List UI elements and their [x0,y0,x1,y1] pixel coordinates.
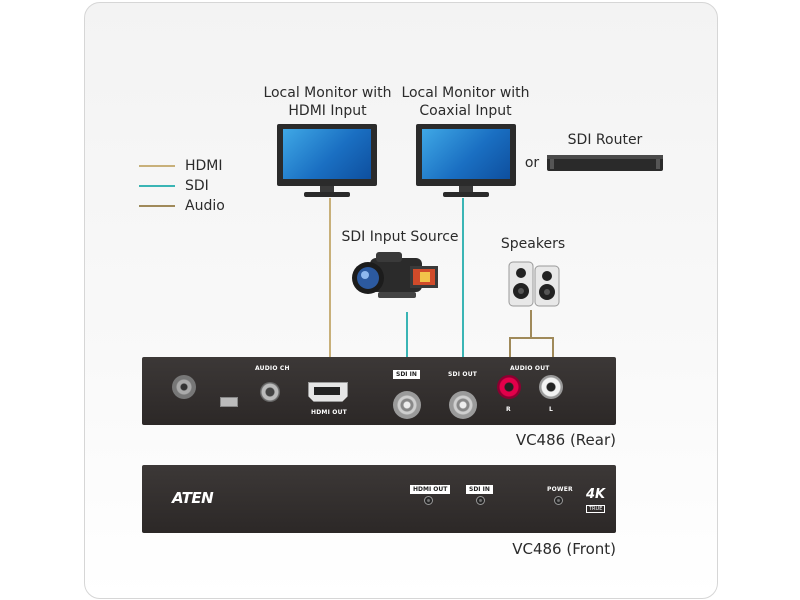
rear-hdmi-out-label: HDMI OUT [311,409,347,416]
sdi-in-bnc [393,391,421,419]
power-jack [172,375,196,399]
monitor-hdmi-label: Local Monitor with HDMI Input [263,85,392,119]
monitor-coax-label: Local Monitor with Coaxial Input [401,85,530,119]
monitor-stand [459,186,473,192]
front-hdmi-out-label: HDMI OUT [410,485,451,494]
rear-sdi-out-label: SDI OUT [448,371,478,378]
monitor-stand [320,186,334,192]
audio-l-label: L [549,406,554,413]
4k-badge-sub: TRUE [586,505,606,513]
power-led [554,496,563,505]
speakers-icon [508,261,560,307]
sdi-router-icon [547,155,663,171]
rear-panel: AUDIO CH HDMI OUT SDI IN SDI OUT AUDIO O… [142,357,616,425]
legend-sdi-label: SDI [185,178,209,194]
sdi-input-source-label: SDI Input Source [341,229,459,245]
front-sdi-in-label: SDI IN [466,485,493,494]
audio-ch-label: AUDIO CH [255,365,290,372]
audio-r-jack [497,375,521,399]
hdmi-out-led [424,496,433,505]
4k-badge: 4K [586,487,606,502]
or-label: or [524,155,540,171]
sdi-out-bnc [449,391,477,419]
rear-audio-out-label: AUDIO OUT [510,365,550,372]
hdmi-out-port-inner [314,387,340,395]
monitor-base [443,192,489,197]
legend-hdmi-label: HDMI [185,158,223,174]
sdi-in-led [476,496,485,505]
audio-l-jack [539,375,563,399]
front-caption: VC486 (Front) [512,540,616,558]
camcorder-icon [352,252,438,298]
front-panel: ATEN HDMI OUT SDI IN POWER 4K TRUE [142,465,616,533]
sdi-router-label: SDI Router [567,132,643,148]
speakers-label: Speakers [500,236,566,252]
coax-monitor [416,124,516,200]
usb-port [220,397,238,407]
audio-r-label: R [506,406,511,413]
aten-logo: ATEN [172,489,214,507]
monitor-screen [416,124,516,186]
monitor-screen [277,124,377,186]
rear-caption: VC486 (Rear) [515,431,616,449]
legend-audio-label: Audio [185,198,225,214]
front-power-label: POWER [547,486,573,493]
rear-sdi-in-label: SDI IN [393,370,420,379]
monitor-base [304,192,350,197]
audio-ch-dial[interactable] [260,382,280,402]
hdmi-monitor [277,124,377,200]
